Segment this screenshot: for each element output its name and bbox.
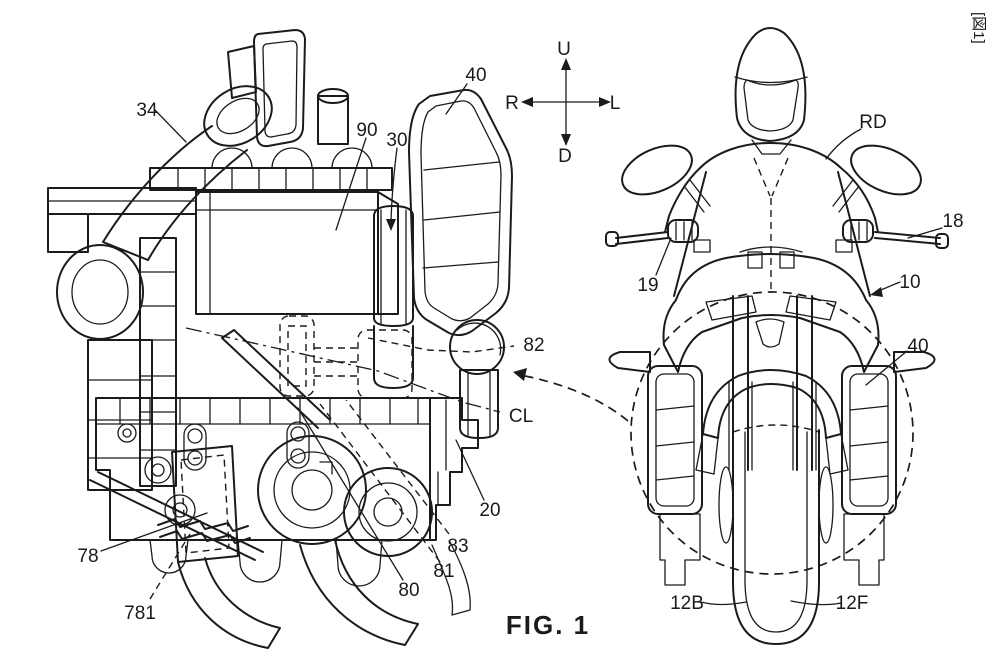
detail-connector-arrow (513, 368, 628, 421)
ref-label-18: 18 (942, 211, 963, 232)
side-block (420, 398, 478, 540)
rubber-duct (90, 446, 470, 648)
airbox (196, 192, 398, 314)
front-forks (729, 296, 816, 470)
motorcycle-front-view (606, 28, 948, 644)
bike-leader-lines (656, 129, 942, 605)
ref-label-40-engine: 40 (465, 65, 486, 86)
hidden-throttle-parts (280, 316, 412, 398)
ref-label-12F: 12F (836, 593, 869, 614)
compass-label-right: L (610, 93, 621, 114)
detail-region-circle (631, 292, 913, 574)
engine-radiator (409, 90, 512, 335)
ref-label-781: 781 (124, 603, 156, 624)
rider (665, 28, 878, 292)
ref-label-90: 90 (356, 120, 377, 141)
ref-label-83: 83 (447, 536, 468, 557)
corner-figure-label: [図1] (970, 12, 987, 44)
handlebars (606, 232, 948, 268)
ref-label-30: 30 (386, 130, 407, 151)
orientation-compass (521, 58, 611, 146)
ref-label-80: 80 (398, 580, 419, 601)
intake-duct (57, 74, 283, 339)
ref-label-12B: 12B (670, 593, 704, 614)
cam-cover (150, 89, 392, 190)
compass-arrow-left (521, 97, 533, 107)
ref-label-10: 10 (899, 272, 920, 293)
side-radiators (609, 352, 934, 585)
ref-label-19: 19 (637, 275, 658, 296)
front-fender (696, 370, 848, 474)
figure-caption: FIG. 1 (506, 610, 590, 640)
engine-detail-drawing (48, 30, 514, 648)
windshield (674, 172, 870, 296)
labels: 34 90 30 40 82 CL 20 78 781 80 81 83 RD … (77, 12, 987, 640)
ref-label-81: 81 (433, 561, 454, 582)
compass-arrow-right (599, 97, 611, 107)
compass-label-down: D (558, 146, 572, 167)
ref-label-40-bike: 40 (907, 336, 928, 357)
ref-label-34: 34 (136, 100, 158, 121)
front-wheel (719, 425, 833, 644)
compass-label-up: U (557, 39, 571, 60)
centerline (186, 328, 500, 412)
left-frame (48, 188, 196, 490)
intake-funnel-bracket (228, 30, 305, 146)
compass-arrow-down (561, 134, 571, 146)
ref-label-CL: CL (509, 406, 533, 427)
right-hand (843, 220, 873, 242)
elbow-pipe (450, 320, 504, 438)
ref-label-RD: RD (859, 112, 886, 133)
ref-label-20: 20 (479, 500, 500, 521)
engine-leader-lines (101, 84, 514, 599)
ref-label-78: 78 (77, 546, 98, 567)
ref-label-82: 82 (523, 335, 544, 356)
helmet (736, 28, 806, 141)
front-cowl (664, 254, 879, 372)
compass-label-left: R (505, 93, 519, 114)
compass-arrow-up (561, 58, 571, 70)
inlet-pipe (374, 206, 413, 388)
